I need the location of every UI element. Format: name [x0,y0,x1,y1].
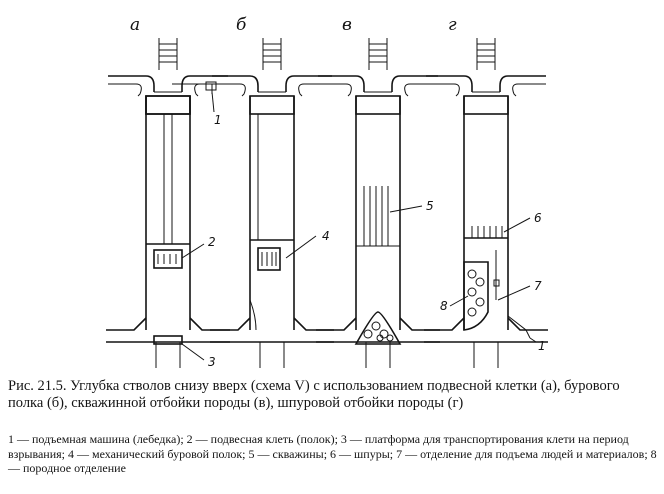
panel-b-shaft [209,37,335,369]
callout-6: 6 [534,211,542,225]
panel-v-shaft [315,37,441,369]
figure-legend: 1 — подъемная машина (лебедка); 2 — подв… [8,432,658,476]
callout-1-a: 1 [214,113,222,127]
shaft-sinking-figure: а б в г 1 2 3 4 [105,15,549,369]
callout-8: 8 [440,299,448,313]
callout-1-g: 1 [538,339,546,353]
panel-letter-a: а [130,15,140,35]
callout-2: 2 [208,235,216,249]
callout-5: 5 [426,199,434,213]
figure-caption: Рис. 21.5. Углубка стволов снизу вверх (… [8,378,658,412]
panel-letter-v: в [342,15,352,35]
callout-3: 3 [208,355,216,369]
panel-g-shaft [423,37,549,369]
callout-4: 4 [322,229,330,243]
callout-7: 7 [534,279,542,293]
panel-a-shaft [105,37,231,369]
panel-letter-g: г [448,15,457,35]
figure-caption-text: Рис. 21.5. Углубка стволов снизу вверх (… [8,378,620,411]
figure-legend-text: 1 — подъемная машина (лебедка); 2 — подв… [8,432,657,475]
panel-letter-b: б [236,15,247,35]
